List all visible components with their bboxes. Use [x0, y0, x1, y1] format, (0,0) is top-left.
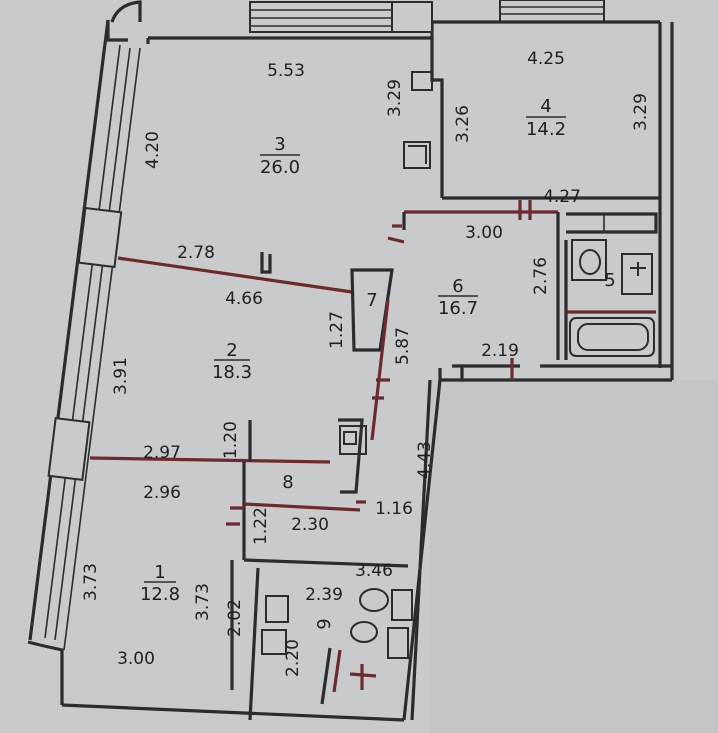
dim-wall-2-3: 2.78 [177, 243, 215, 263]
dim-closet-side: 2.02 [225, 599, 245, 637]
top-window-frame [249, 0, 605, 33]
dim-r8-bottom: 2.30 [291, 515, 329, 535]
room-9-number: 9 [314, 618, 335, 629]
dim-wall-1-2-top: 2.97 [143, 443, 181, 463]
dim-r2-left: 3.91 [111, 357, 131, 395]
dim-r6-top: 3.00 [465, 223, 503, 243]
wc-toilet-icon [359, 588, 389, 612]
dim-r1-right: 3.73 [193, 583, 213, 621]
bathroom-fixtures [261, 71, 655, 693]
dim-corridor-long: 5.87 [393, 327, 413, 365]
room-3-area: 26.0 [260, 157, 300, 178]
bathtub-icon [569, 317, 655, 357]
room-6-area: 16.7 [438, 298, 478, 319]
dim-r4-left: 3.26 [453, 105, 473, 143]
room-7-number: 7 [366, 290, 377, 311]
room-8-number: 8 [282, 472, 293, 493]
dim-r8-left: 1.22 [251, 507, 271, 545]
dim-wall-1-2-bottom: 2.96 [143, 483, 181, 503]
dim-r8-side: 1.20 [221, 421, 241, 459]
dim-r6-bottom: 2.19 [481, 341, 519, 361]
shaft-3-icon [339, 425, 367, 455]
room-3-number: 3 [274, 134, 285, 155]
basin-icon [621, 253, 653, 295]
dim-r3-left: 4.20 [143, 131, 163, 169]
dimension-labels: 5.53 4.20 3.29 3.26 4.25 3.29 4.27 3.00 … [81, 49, 651, 677]
door-ticks [226, 200, 532, 526]
dim-r3-top: 5.53 [267, 61, 305, 81]
dim-r4-right: 3.29 [631, 93, 651, 131]
room-1-number: 1 [154, 562, 165, 583]
dim-corridor-top: 4.27 [543, 187, 581, 207]
interior-walls [89, 38, 660, 721]
shaft-1-icon [411, 71, 433, 91]
window-pier-2 [47, 417, 91, 481]
dim-r9-mid: 2.39 [305, 585, 343, 605]
room-2-area: 18.3 [212, 362, 252, 383]
cabinet-2-icon [261, 629, 287, 655]
dim-r9-left: 2.20 [283, 639, 303, 677]
window-pier-1 [77, 206, 123, 269]
cabinet-1-icon [265, 595, 289, 623]
paper-shadow [430, 380, 718, 733]
dim-hall-right: 4.43 [415, 441, 435, 479]
dim-r1-left: 3.73 [81, 563, 101, 601]
dim-r3-closet: 3.29 [385, 79, 405, 117]
dim-r4-top: 4.25 [527, 49, 565, 69]
room-4-number: 4 [540, 96, 551, 117]
shaft-2-icon [403, 141, 431, 169]
dim-r2-top: 4.66 [225, 289, 263, 309]
toilet-icon [579, 249, 601, 275]
dim-r9-top: 3.46 [355, 561, 393, 581]
dim-r5-left: 2.76 [531, 257, 551, 295]
wc-sink-icon [350, 621, 378, 643]
room-6-number: 6 [452, 276, 463, 297]
room-labels: 1 12.8 2 18.3 3 26.0 4 14.2 5 6 16.7 7 8… [140, 96, 616, 630]
dim-r1-bottom: 3.00 [117, 649, 155, 669]
dim-hall-small: 1.16 [375, 499, 413, 519]
room-1-area: 12.8 [140, 584, 180, 605]
room-5-number: 5 [604, 270, 615, 291]
sink-icon [571, 239, 607, 281]
left-window-frame [28, 0, 142, 651]
room-4-area: 14.2 [526, 119, 566, 140]
room-2-number: 2 [226, 340, 237, 361]
dim-r7-side: 1.27 [327, 311, 347, 349]
